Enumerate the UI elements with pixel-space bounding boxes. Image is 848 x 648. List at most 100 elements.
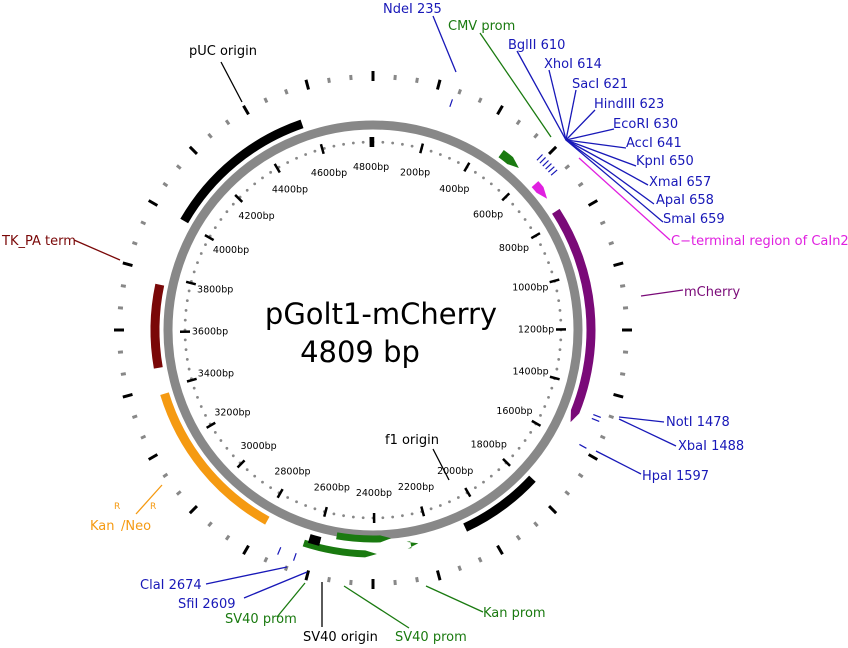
- outer-ring-tick: [619, 372, 626, 376]
- plasmid-size: 4809 bp: [300, 335, 420, 369]
- inner-ring-dot: [261, 176, 264, 180]
- outer-ring-tick: [564, 490, 571, 496]
- bp-tick: [464, 487, 472, 498]
- bp-tick: [531, 419, 542, 427]
- outer-ring-tick: [242, 544, 250, 556]
- inner-ring-dot: [482, 176, 485, 180]
- leader-lines: [73, 15, 684, 629]
- outer-ring-tick: [327, 576, 331, 583]
- inner-ring-dot: [497, 468, 501, 472]
- inner-ring-dot: [473, 486, 477, 490]
- site-label-xbai: XbaI 1488: [678, 439, 744, 454]
- bp-tick: [319, 143, 325, 155]
- outer-ring-tick: [242, 104, 250, 116]
- bp-tick: [186, 377, 197, 383]
- leader-saci: [565, 89, 577, 141]
- outer-ring-tick: [564, 164, 571, 170]
- label-cmv-prom: CMV prom: [448, 19, 515, 34]
- label-sv40-origin: SV40 origin: [303, 630, 378, 645]
- label-mcherry: mCherry: [684, 285, 740, 300]
- leader-kpni: [565, 139, 637, 167]
- site-mark: [536, 154, 543, 161]
- restriction-labels: NdeI 235 BglII 610 XhoI 614 SacI 621 Hin…: [140, 2, 744, 612]
- arc-caln2: [531, 181, 548, 199]
- leader-hpai: [595, 450, 642, 475]
- outer-ring-tick: [415, 77, 419, 84]
- inner-ring-dot: [185, 358, 189, 361]
- leader-clai: [205, 566, 288, 585]
- bp-tick: [420, 506, 426, 517]
- outer-ring-tick: [613, 261, 624, 268]
- inner-ring-dot: [550, 270, 554, 274]
- inner-ring-dot: [225, 210, 229, 214]
- outer-ring-tick: [477, 556, 483, 563]
- site-label-ndei: NdeI 235: [383, 2, 442, 17]
- outer-ring-tick: [608, 414, 615, 419]
- outer-ring-tick: [207, 521, 213, 528]
- leader-ndei: [432, 15, 457, 73]
- bp-label: 3600bp: [192, 326, 228, 337]
- arc-puc-origin: [180, 119, 304, 224]
- site-label-sfii: SfiI 2609: [178, 597, 236, 612]
- leader-bglii: [516, 50, 567, 141]
- leader-sv40-prom-b: [343, 585, 410, 629]
- outer-ring-tick: [619, 284, 626, 288]
- inner-ring-dot: [558, 308, 562, 312]
- leader-smai: [565, 139, 664, 223]
- site-label-acci: AccI 641: [626, 136, 682, 151]
- arc-tk-pa: [150, 283, 165, 369]
- bp-label: 3200bp: [214, 408, 250, 419]
- inner-ring-dot: [361, 516, 365, 520]
- site-mark: [593, 414, 602, 419]
- bp-tick: [502, 457, 511, 467]
- inner-ring-dot: [199, 405, 203, 408]
- label-kan-neo-sup1: R: [114, 502, 120, 512]
- feature-labels: CMV prom C−terminal region of CaIn2 mChe…: [1, 19, 848, 645]
- inner-ring-dot: [361, 140, 365, 144]
- bp-label: 400bp: [439, 184, 469, 195]
- inner-ring-dot: [456, 496, 460, 499]
- site-label-xhoi: XhoI 614: [544, 57, 602, 72]
- outer-ring-tick: [435, 570, 442, 581]
- outer-ring-tick: [587, 453, 599, 461]
- bp-label: 1000bp: [512, 282, 548, 293]
- bp-label: 4200bp: [238, 211, 274, 222]
- arc-sv40-prom-2: [302, 539, 377, 558]
- inner-ring-dot: [438, 153, 442, 156]
- bp-label: 4400bp: [272, 185, 308, 196]
- site-label-clai: ClaI 2674: [140, 578, 202, 593]
- inner-ring-dot: [286, 161, 290, 164]
- inner-dotted-ring: [179, 136, 567, 524]
- label-puc-origin: pUC origin: [189, 44, 257, 59]
- bp-tick: [419, 143, 425, 154]
- arc-sv40-prom-1: [336, 532, 392, 543]
- inner-ring-dot: [213, 430, 217, 434]
- leader-f1-origin: [432, 448, 450, 481]
- site-label-ecori: EcoRI 630: [613, 117, 678, 132]
- outer-ring-tick: [577, 472, 584, 479]
- outer-ring-tick: [175, 490, 182, 496]
- arc-kan-prom: [406, 541, 419, 549]
- inner-ring-dot: [511, 454, 515, 458]
- bp-label: 4800bp: [353, 162, 389, 173]
- inner-ring-dot: [183, 338, 187, 342]
- arc-kan-neo: [160, 392, 270, 525]
- inner-ring-dot: [342, 514, 345, 518]
- leader-tk-pa: [73, 239, 121, 261]
- inner-ring-dot: [558, 348, 562, 352]
- bp-tick: [205, 421, 216, 429]
- inner-ring-dot: [543, 405, 547, 408]
- inner-ring-dot: [187, 367, 191, 371]
- inner-ring-dot: [550, 386, 554, 390]
- outer-ring-tick: [188, 505, 198, 515]
- inner-ring-dot: [517, 210, 521, 214]
- inner-ring-dot: [261, 480, 264, 484]
- inner-ring-dot: [517, 446, 521, 450]
- inner-ring-dot: [523, 439, 527, 442]
- label-kan-prom: Kan prom: [483, 606, 546, 621]
- leader-caln2: [578, 157, 671, 241]
- leader-xbai: [618, 418, 677, 447]
- site-mark: [550, 169, 558, 176]
- site-mark: [591, 417, 600, 422]
- outer-ring-tick: [587, 199, 599, 207]
